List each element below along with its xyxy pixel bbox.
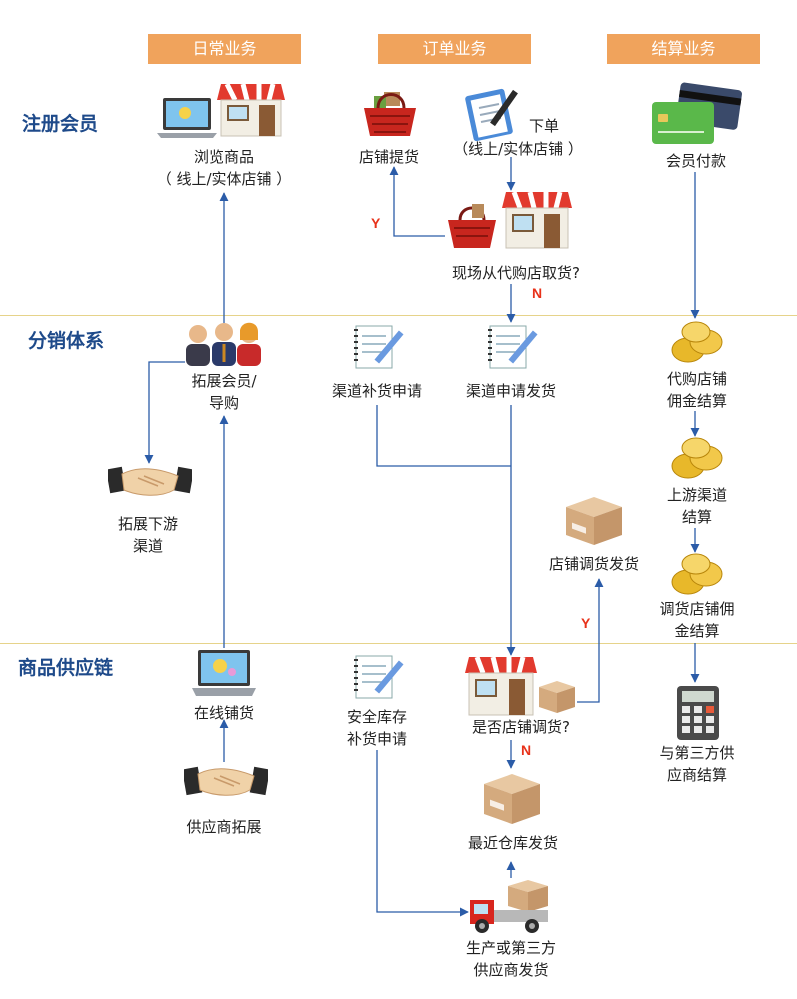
node-label-line: 金结算 <box>674 622 720 640</box>
node-label-line: 安全库存 <box>346 708 408 726</box>
store-and-box-icon <box>465 656 575 716</box>
row-label-register-member: 注册会员 <box>22 114 99 135</box>
laptop-and-store-icon <box>157 82 285 138</box>
header-settlement-business: 结算业务 <box>607 34 760 64</box>
row-label-supply-chain: 商品供应链 <box>18 658 114 679</box>
node-member-payment: 会员付款 <box>665 152 727 170</box>
node-label-line: 应商结算 <box>666 766 728 784</box>
node-channel-restock-request: 渠道补货申请 <box>331 382 423 400</box>
decision-no-label: N <box>532 285 543 301</box>
node-producer-ship: 生产或第三方 供应商发货 <box>466 937 556 981</box>
node-label-line: 上游渠道 <box>666 486 728 504</box>
gold-coins-icon <box>671 437 723 479</box>
notepad-pen-icon <box>354 325 404 369</box>
basket-and-store-icon <box>448 191 572 249</box>
node-label-line: 生产或第三方 <box>465 939 557 957</box>
delivery-truck-icon <box>470 880 548 933</box>
node-label-line: 与第三方供 <box>659 744 735 762</box>
node-label-line: 供应商发货 <box>473 961 549 979</box>
gold-coins-icon <box>671 321 723 363</box>
node-supplier-expansion: 供应商拓展 <box>186 818 262 836</box>
notepad-pen-icon <box>488 325 538 369</box>
node-is-store-transfer-question: 是否店铺调货? <box>472 718 570 736</box>
node-onsite-pickup-question: 现场从代购店取货? <box>452 264 580 282</box>
credit-cards-icon <box>652 82 742 144</box>
node-label-line: 调货店铺佣 <box>659 600 735 618</box>
node-label-line: 导购 <box>208 394 239 412</box>
people-group-icon <box>186 322 261 366</box>
node-label-line: 拓展下游 <box>117 515 179 533</box>
laptop-icon <box>192 650 256 696</box>
notepad-pen-icon <box>354 655 404 699</box>
node-label-line: 渠道 <box>132 537 164 555</box>
node-safety-stock-restock: 安全库存 补货申请 <box>347 706 407 750</box>
node-online-listing: 在线铺货 <box>193 704 255 722</box>
handshake-icon <box>108 466 192 496</box>
node-label-line: 浏览商品 <box>193 148 254 166</box>
node-transfer-store-commission: 调货店铺佣 金结算 <box>659 598 734 642</box>
header-order-business: 订单业务 <box>378 34 531 64</box>
decision-yes-label: Y <box>371 215 381 231</box>
decision-yes-label: Y <box>581 615 591 631</box>
handshake-icon <box>184 766 268 796</box>
node-place-order-line1: 下单 <box>528 117 560 135</box>
gold-coins-icon <box>671 553 723 595</box>
node-expand-downstream: 拓展下游 渠道 <box>118 513 178 557</box>
node-browse-products: 浏览商品 （ 线上/实体店铺 ） <box>157 146 292 190</box>
clipboard-pen-icon <box>465 88 518 142</box>
node-label-line: （ 线上/实体店铺 ） <box>156 170 292 188</box>
node-label-line: 拓展会员/ <box>191 372 257 390</box>
row-separator <box>0 643 797 644</box>
node-agent-store-commission: 代购店铺 佣金结算 <box>667 368 727 412</box>
node-label-line: 代购店铺 <box>666 370 728 388</box>
node-store-pickup: 店铺提货 <box>358 148 420 166</box>
node-channel-ship-request: 渠道申请发货 <box>465 382 557 400</box>
shopping-basket-icon <box>364 92 416 136</box>
node-label-line: 结算 <box>681 508 713 526</box>
row-label-distribution: 分销体系 <box>28 331 105 352</box>
node-expand-member: 拓展会员/ 导购 <box>191 370 256 414</box>
node-upstream-settlement: 上游渠道 结算 <box>667 484 727 528</box>
row-separator <box>0 315 797 316</box>
node-nearest-warehouse-ship: 最近仓库发货 <box>467 834 559 852</box>
node-label-line: 佣金结算 <box>666 392 728 410</box>
node-place-order-line2: （线上/实体店铺 ） <box>453 140 583 158</box>
node-label-line: 补货申请 <box>346 730 408 748</box>
calculator-icon <box>677 686 719 740</box>
node-third-party-settlement: 与第三方供 应商结算 <box>659 742 734 786</box>
cardboard-box-icon <box>566 497 622 545</box>
header-daily-business: 日常业务 <box>148 34 301 64</box>
cardboard-box-icon <box>484 774 540 824</box>
decision-no-label: N <box>521 742 532 758</box>
node-store-transfer-ship: 店铺调货发货 <box>548 555 640 573</box>
